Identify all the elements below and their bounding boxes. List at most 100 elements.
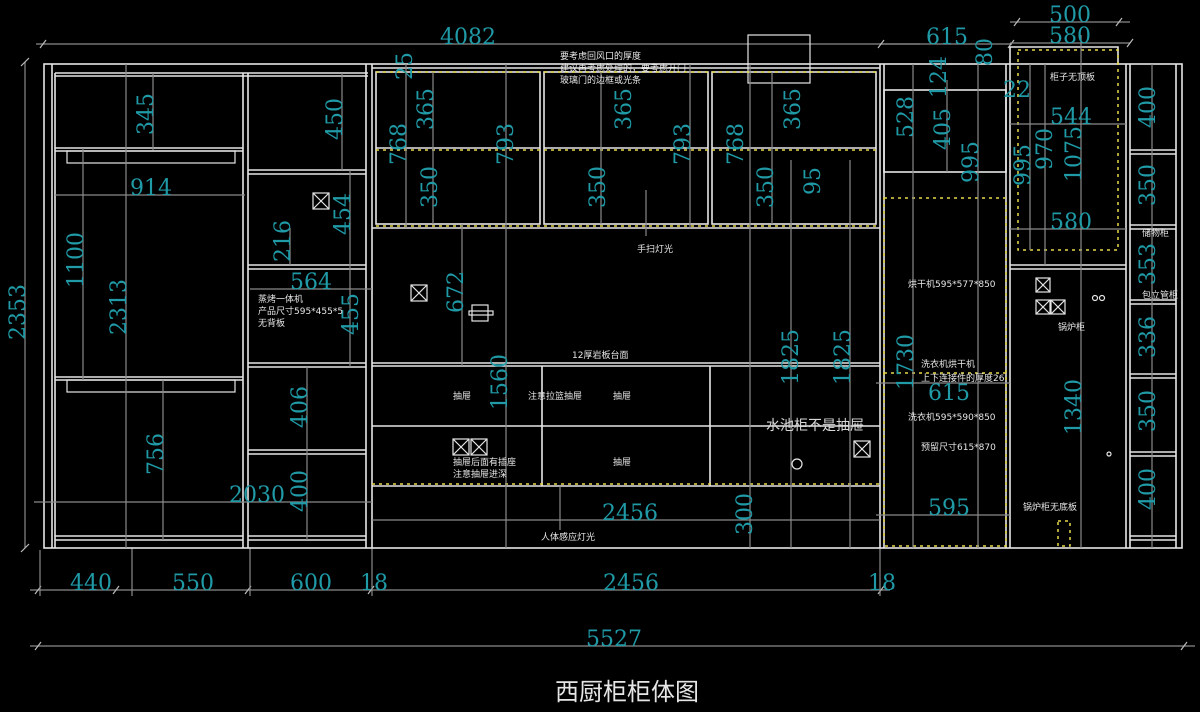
- dim-col-350-a: 350: [1136, 164, 1161, 206]
- cad-rect: [853, 440, 871, 458]
- cabinet-outline: [43, 34, 1183, 549]
- dim-25: 25: [393, 52, 418, 80]
- valve-icon: [1091, 294, 1099, 302]
- note-hand-sweep-light: 手扫灯光: [637, 243, 673, 255]
- dim-756: 756: [144, 433, 169, 475]
- dim-564: 564: [290, 270, 332, 295]
- note-stack-1: 洗衣机烘干机: [921, 358, 975, 370]
- dim-615-mid: 615: [928, 381, 970, 406]
- dim-col-400-top: 400: [1136, 86, 1161, 128]
- cad-line: [39, 39, 47, 49]
- note-top-1: 要考虑回风口的厚度: [560, 50, 641, 62]
- cad-line: [1115, 17, 1123, 27]
- cad-rect: [410, 284, 428, 302]
- dim-col-350-b: 350: [1136, 390, 1161, 432]
- cad-line: [20, 543, 30, 553]
- dim-80: 80: [973, 38, 998, 66]
- inner-dim-lines: [34, 35, 1153, 548]
- dim-total-width: 5527: [586, 627, 642, 652]
- hidden-lines: [372, 49, 1119, 547]
- cad-line: [470, 438, 488, 456]
- dim-365-a: 365: [414, 88, 439, 130]
- dim-350-c: 350: [754, 166, 779, 208]
- cad-rect: [43, 63, 1183, 549]
- dim-672: 672: [444, 271, 469, 313]
- dim-bottom-18-a: 18: [360, 571, 388, 596]
- valve-icon: [1098, 294, 1106, 302]
- dim-bottom-2456: 2456: [603, 571, 659, 596]
- dim-768-a: 768: [387, 123, 412, 165]
- dim-995-b: 995: [1011, 144, 1036, 186]
- dim-580-mid: 580: [1050, 210, 1092, 235]
- note-reserve: 预留尺寸615*870: [921, 441, 996, 453]
- cad-line: [877, 39, 885, 49]
- dim-2456: 2456: [602, 501, 658, 526]
- note-drawer-2: 抽屉: [613, 390, 631, 402]
- dim-350-a: 350: [418, 166, 443, 208]
- cad-line: [34, 641, 42, 651]
- note-drawer-1: 抽屉: [453, 390, 471, 402]
- note-meter-cabinet: 储物柜: [1142, 227, 1169, 239]
- drain-icon: [791, 458, 803, 470]
- cad-rect: [883, 197, 1007, 547]
- socket-icon: [410, 284, 428, 302]
- cad-line: [1180, 641, 1188, 651]
- dim-365-c: 365: [781, 88, 806, 130]
- dimension-lines: [20, 17, 1195, 651]
- note-oven-1: 蒸烤一体机: [258, 293, 303, 305]
- dim-400-left: 400: [288, 470, 313, 512]
- note-oven-2: 产品尺寸595*455*5: [258, 305, 343, 317]
- socket-icon: [853, 440, 871, 458]
- cad-line: [1050, 299, 1066, 315]
- note-pipe-cover: 包立管柜: [1142, 289, 1178, 301]
- cad-rect: [1035, 277, 1051, 293]
- cad-line: [1126, 38, 1134, 48]
- network-port-icon: [468, 304, 494, 322]
- dim-350-b: 350: [586, 166, 611, 208]
- dim-col-336: 336: [1136, 316, 1161, 358]
- cad-rect: [747, 34, 811, 84]
- dim-2313: 2313: [107, 279, 132, 335]
- note-sink: 水池柜不是抽屉: [766, 418, 864, 434]
- dim-total-width-top: 4082: [440, 25, 496, 50]
- cad-line: [312, 192, 330, 210]
- cad-line: [367, 585, 375, 595]
- dimension-text: 4082 615 500 580 2353 345 914 1100 2313 …: [6, 3, 1161, 652]
- note-drawer-3: 抽屉: [613, 456, 631, 468]
- dim-bottom-440: 440: [70, 571, 112, 596]
- dim-1730: 1730: [894, 334, 919, 390]
- note-top-2: 建议再考虑处理的，要考虑开门: [560, 62, 686, 74]
- note-washer: 洗衣机595*590*850: [908, 411, 996, 423]
- note-drawer-socket-1: 抽屉后面有插座: [453, 456, 516, 468]
- cad-rect: [1050, 299, 1066, 315]
- dim-1560: 1560: [488, 354, 513, 410]
- dim-1100: 1100: [64, 232, 89, 288]
- dim-2030: 2030: [229, 483, 285, 508]
- cad-rect: [468, 310, 494, 316]
- cad-line: [877, 585, 885, 595]
- cad-rect: [452, 438, 470, 456]
- dim-col-353: 353: [1136, 243, 1161, 285]
- cad-line: [1007, 39, 1015, 49]
- dim-365-b: 365: [612, 88, 637, 130]
- note-drawer-socket-2: 注意抽屉进深: [453, 468, 507, 480]
- dim-768-b: 768: [724, 123, 749, 165]
- dim-450: 450: [323, 98, 348, 140]
- dim-col-400-bot: 400: [1136, 468, 1161, 510]
- dim-124: 124: [927, 56, 952, 98]
- note-dryer: 烘干机595*577*850: [908, 278, 996, 290]
- dim-216: 216: [271, 220, 296, 262]
- cad-rect: [312, 192, 330, 210]
- note-oven-3: 无背板: [258, 317, 285, 329]
- dim-970: 970: [1033, 128, 1058, 170]
- cad-line: [112, 585, 120, 595]
- cad-line: [20, 57, 30, 67]
- dim-22: 22: [1003, 78, 1031, 103]
- note-top-3: 玻璃门的边框或光条: [560, 74, 641, 86]
- note-countertop: 12厚岩板台面: [572, 349, 628, 361]
- drawing-title: 西厨柜柜体图: [555, 678, 699, 706]
- dim-bottom-550: 550: [172, 571, 214, 596]
- dim-1825-b: 1825: [831, 329, 856, 385]
- cad-line: [1035, 277, 1051, 293]
- cad-line: [1013, 17, 1021, 27]
